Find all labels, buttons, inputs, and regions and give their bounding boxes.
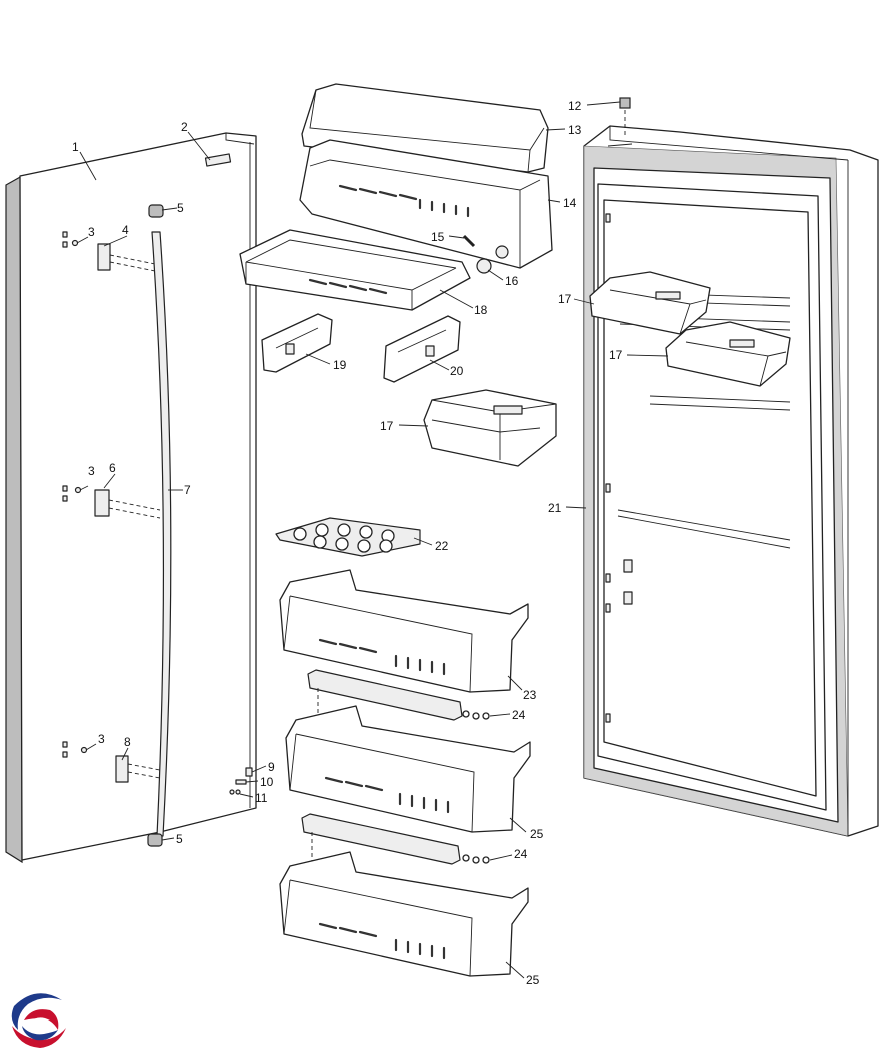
callout-25-bottom: 25 (526, 973, 540, 987)
knob-15 (462, 234, 476, 248)
callout-2: 2 (181, 120, 188, 134)
callout-3-bottom: 3 (98, 732, 105, 746)
callout-14: 14 (563, 196, 577, 210)
door-handle-7 (147, 204, 172, 847)
latch-12 (619, 97, 631, 136)
hinge-block-4 (97, 243, 161, 273)
callout-23: 23 (523, 688, 537, 702)
callout-25-middle: 25 (530, 827, 544, 841)
leader-lines (79, 101, 669, 979)
callout-6: 6 (109, 461, 116, 475)
callout-21: 21 (548, 501, 562, 515)
callout-10: 10 (260, 775, 274, 789)
storage-bin-17-upper (589, 271, 711, 335)
callout-12: 12 (568, 99, 582, 113)
callout-4: 4 (122, 223, 129, 237)
storage-bin-17-center (423, 389, 557, 467)
egg-tray-22 (275, 517, 421, 557)
callout-20: 20 (450, 364, 464, 378)
door-badge-2 (204, 153, 232, 167)
brand-logo-icon (6, 992, 66, 1052)
callout-7: 7 (184, 483, 191, 497)
callout-labels: 1 2 3 4 5 3 6 7 3 8 9 10 11 5 12 13 14 1… (72, 99, 623, 987)
door-bin-23 (279, 569, 529, 693)
callout-24-lower: 24 (514, 847, 528, 861)
bar-24-lower (301, 813, 490, 890)
handle-cap-5-top (148, 204, 164, 218)
callout-22: 22 (435, 539, 449, 553)
callout-17-upper: 17 (558, 292, 572, 306)
callout-19: 19 (333, 358, 347, 372)
callout-18: 18 (474, 303, 488, 317)
callout-3-top: 3 (88, 225, 95, 239)
storage-bin-17-lower (665, 321, 791, 387)
callout-1: 1 (72, 140, 79, 154)
callout-8: 8 (124, 735, 131, 749)
control-housing-14 (299, 139, 553, 269)
door-liner-21 (583, 125, 879, 837)
callout-17-center: 17 (380, 419, 394, 433)
callout-5-top: 5 (177, 201, 184, 215)
crisper-tray-18 (239, 229, 471, 311)
callout-24-upper: 24 (512, 708, 526, 722)
callout-16: 16 (505, 274, 519, 288)
callout-13: 13 (568, 123, 582, 137)
callout-17-lower: 17 (609, 348, 623, 362)
left-door-panel (5, 132, 257, 864)
callout-9: 9 (268, 760, 275, 774)
callout-15: 15 (431, 230, 445, 244)
rail-19 (261, 313, 333, 373)
knob-16 (476, 258, 492, 274)
callout-3-middle: 3 (88, 464, 95, 478)
hinge-block-6 (94, 489, 161, 519)
hinge-block-8 (115, 755, 161, 783)
door-bin-25-middle (285, 705, 531, 833)
handle-cap-5-bottom (147, 833, 163, 847)
door-bin-25-bottom (279, 851, 529, 977)
rail-20 (383, 315, 461, 383)
callout-11: 11 (255, 791, 268, 805)
callout-5-bottom: 5 (176, 832, 183, 846)
screw-3-group (71, 236, 97, 754)
